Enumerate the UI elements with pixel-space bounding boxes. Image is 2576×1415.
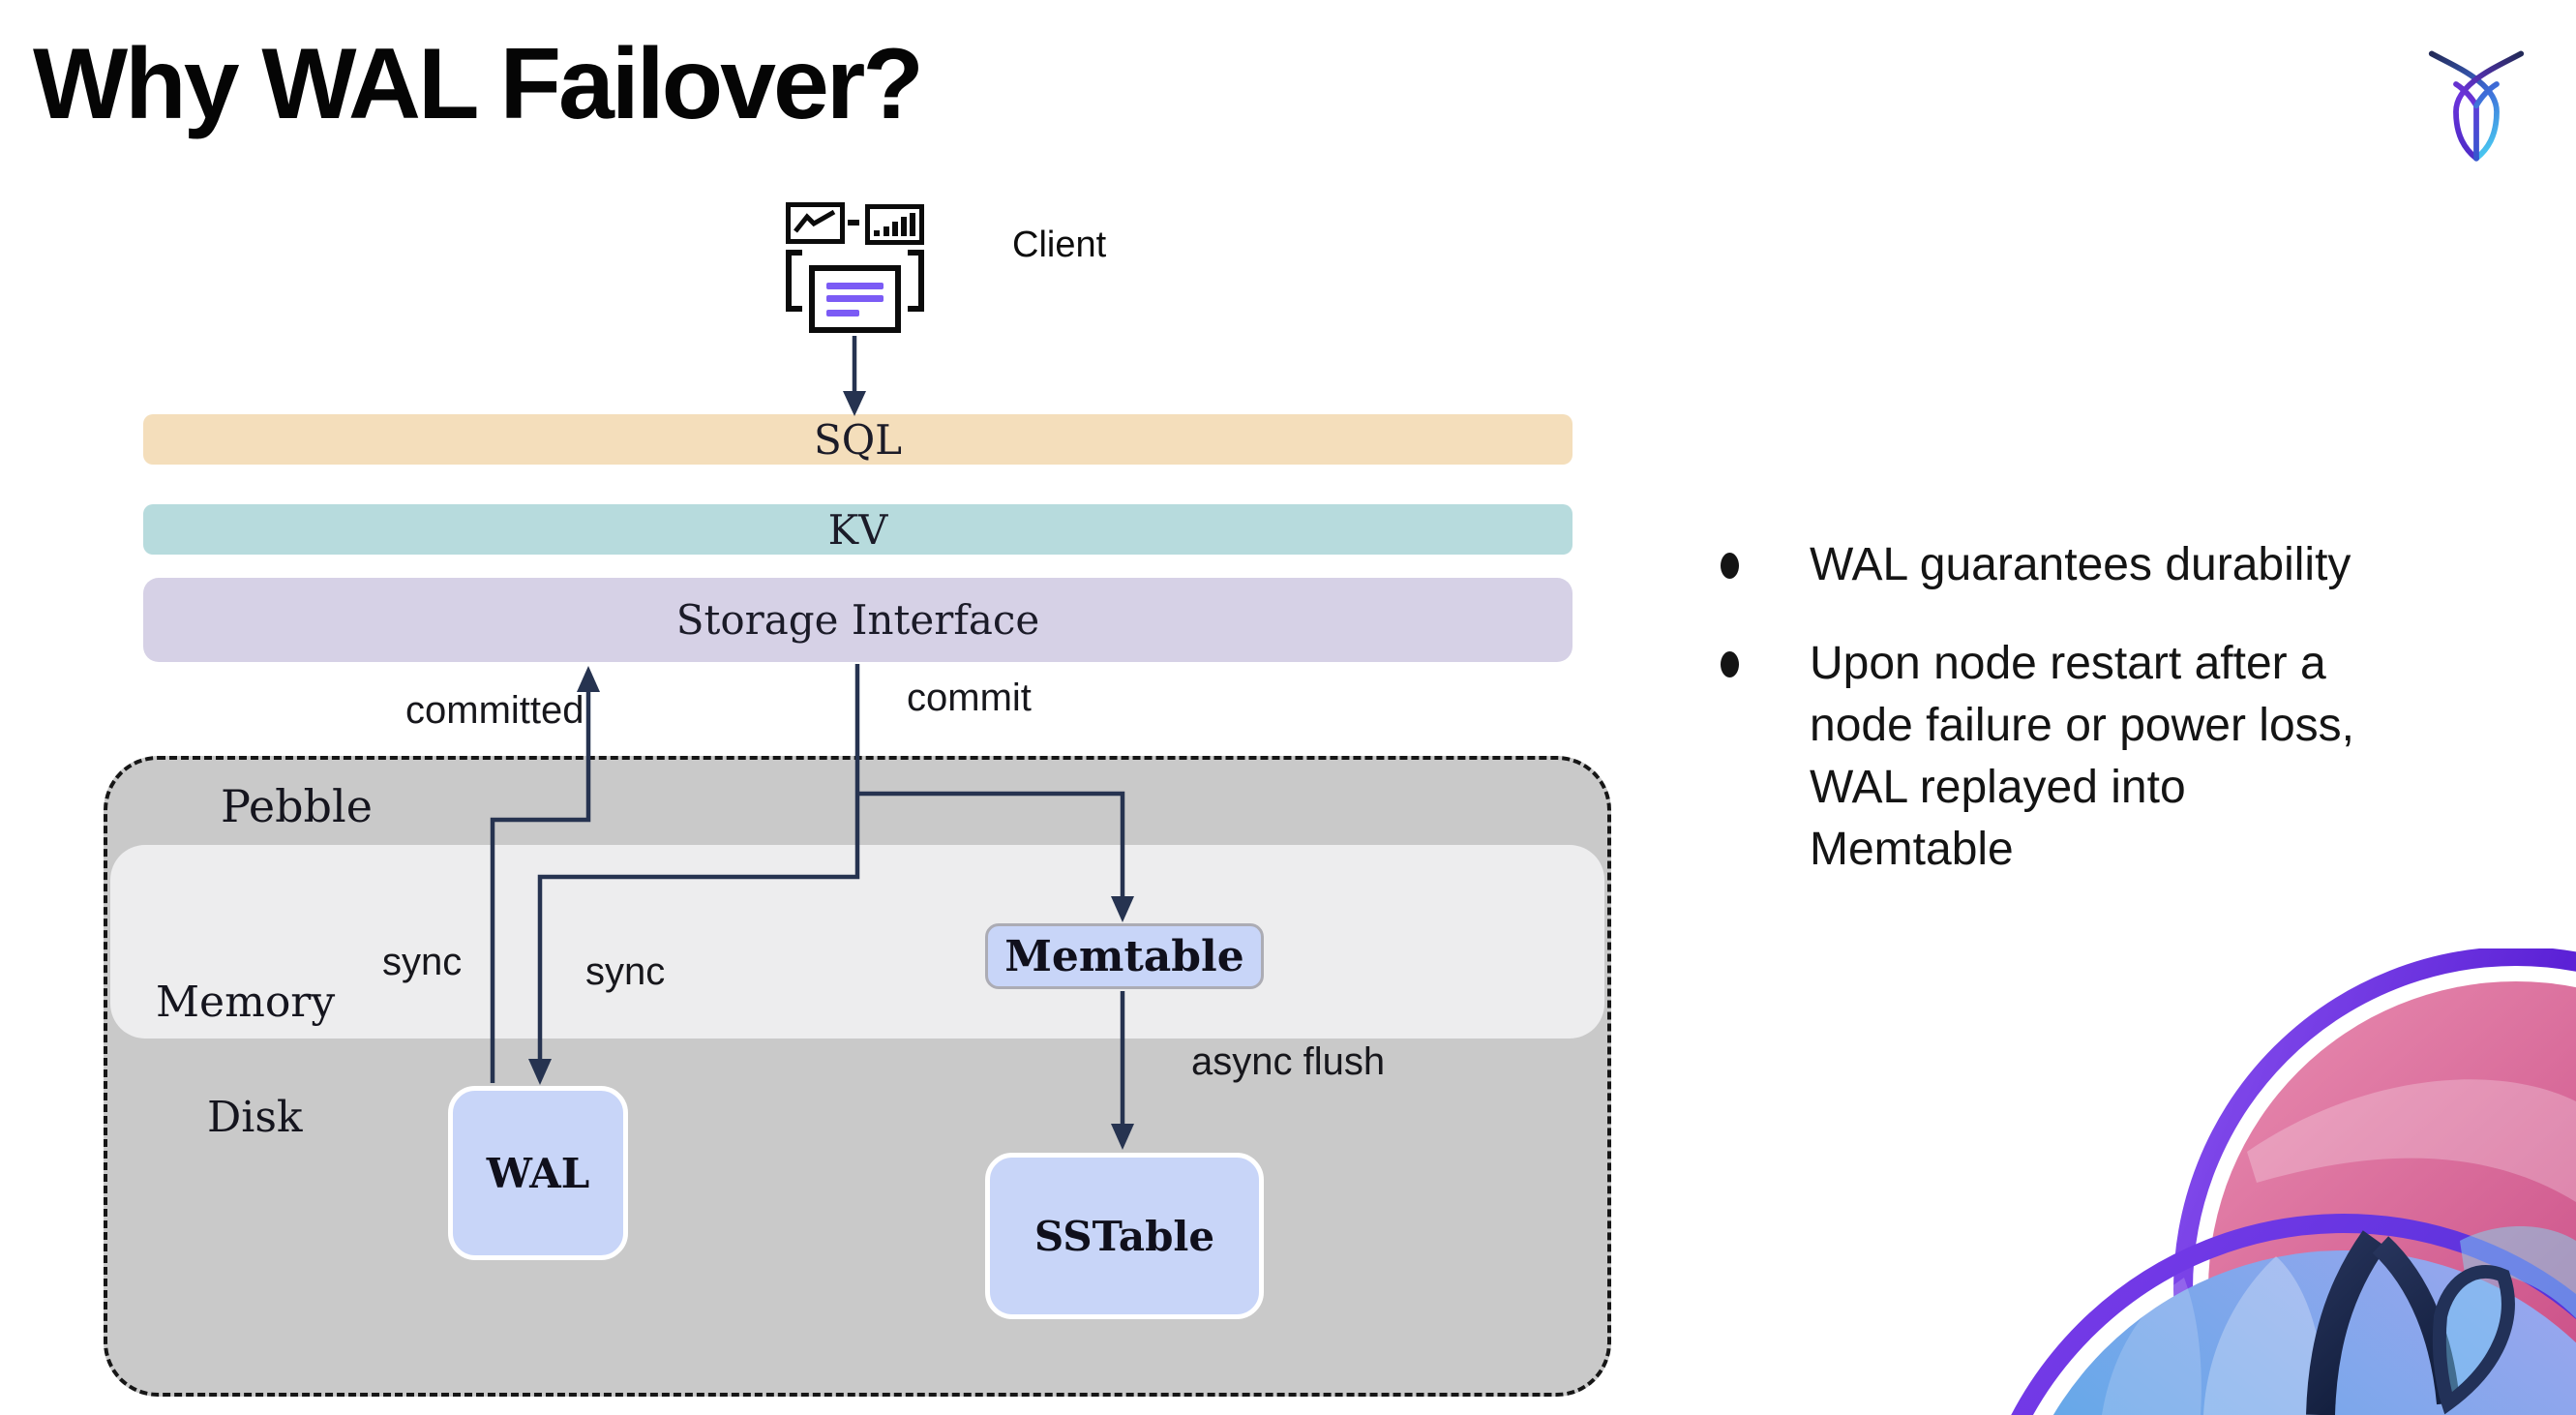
storage-interface-label: Storage Interface bbox=[675, 596, 1040, 644]
sstable-box: SSTable bbox=[985, 1153, 1264, 1319]
client-to-sql-arrowhead-icon bbox=[843, 391, 866, 416]
storage-interface-bar: Storage Interface bbox=[143, 578, 1573, 662]
cockroachdb-decoration-icon bbox=[2011, 948, 2576, 1415]
document-icon bbox=[809, 265, 901, 333]
memory-label: Memory bbox=[156, 978, 336, 1027]
wal-box: WAL bbox=[448, 1086, 628, 1260]
sync-right-edge-label: sync bbox=[585, 950, 666, 993]
bullet-item: WAL guarantees durability bbox=[1688, 534, 2355, 596]
sql-layer-label: SQL bbox=[813, 415, 903, 464]
memtable-box: Memtable bbox=[985, 923, 1264, 989]
commit-edge-label: commit bbox=[907, 677, 1032, 719]
bracket-left-icon bbox=[786, 250, 802, 312]
async-flush-edge-label: async flush bbox=[1191, 1040, 1386, 1083]
committed-arrowhead-icon bbox=[577, 666, 600, 692]
memtable-label: Memtable bbox=[1004, 931, 1244, 981]
sstable-label: SSTable bbox=[1033, 1212, 1215, 1260]
wal-label: WAL bbox=[486, 1149, 590, 1197]
bar-chart-icon bbox=[865, 204, 924, 245]
sql-layer-bar: SQL bbox=[143, 414, 1573, 465]
page-title: Why WAL Failover? bbox=[33, 28, 924, 140]
dash-connector-icon bbox=[848, 220, 859, 226]
kv-layer-label: KV bbox=[827, 505, 888, 554]
bullet-item: Upon node restart after a node failure o… bbox=[1688, 633, 2355, 881]
client-label: Client bbox=[1012, 225, 1107, 265]
kv-layer-bar: KV bbox=[143, 504, 1573, 555]
sync-left-edge-label: sync bbox=[382, 941, 463, 983]
committed-edge-label: committed bbox=[405, 689, 584, 732]
disk-label: Disk bbox=[207, 1093, 303, 1142]
line-chart-icon bbox=[786, 202, 845, 244]
bracket-right-icon bbox=[908, 250, 924, 312]
bullet-list: WAL guarantees durability Upon node rest… bbox=[1688, 534, 2355, 881]
cockroachdb-logo-icon bbox=[2428, 50, 2525, 162]
pebble-label: Pebble bbox=[221, 780, 373, 832]
